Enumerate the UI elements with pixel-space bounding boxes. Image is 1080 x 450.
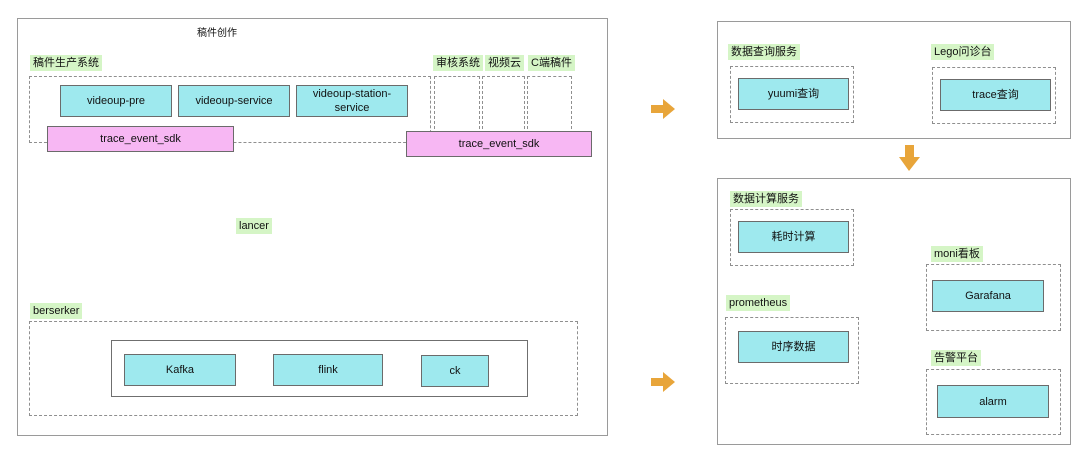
lego-label: Lego问诊台: [931, 44, 995, 60]
prometheus-label: prometheus: [726, 295, 791, 311]
compute-group: [730, 209, 854, 266]
service-videoup-station-service: videoup-station-service: [296, 85, 408, 117]
pipeline-flink: flink: [273, 354, 383, 386]
label-c-side: C端稿件: [528, 55, 575, 71]
pipeline-kafka: Kafka: [124, 354, 236, 386]
label-review-system: 审核系统: [433, 55, 483, 71]
video-cloud-box: [482, 76, 525, 134]
flow-arrow-bottom-right: [651, 372, 675, 392]
flow-arrow-down: [899, 145, 920, 171]
flow-arrow-top-right: [651, 99, 675, 119]
label-video-cloud: 视频云: [485, 55, 524, 71]
lego-group: [932, 67, 1056, 124]
service-videoup-pre: videoup-pre: [60, 85, 172, 117]
production-group-label: 稿件生产系统: [30, 55, 102, 71]
sdk-left: trace_event_sdk: [47, 126, 234, 152]
query-service-group: [730, 66, 854, 123]
berserker-label: berserker: [30, 303, 83, 319]
lancer-label: lancer: [236, 218, 272, 234]
query-service-label: 数据查询服务: [728, 44, 800, 60]
alarm-box: alarm: [937, 385, 1049, 418]
pipeline-ck: ck: [421, 355, 489, 387]
moni-group: [926, 264, 1061, 331]
alarm-label: 告警平台: [931, 350, 981, 366]
yuumi-query-box: yuumi查询: [738, 78, 849, 110]
prometheus-group: [725, 317, 859, 384]
moni-label: moni看板: [931, 246, 983, 262]
trace-query-box: trace查询: [940, 79, 1051, 111]
top-input-label: 稿件创作: [197, 28, 237, 39]
pipeline-container: [111, 340, 528, 397]
alarm-group: [926, 369, 1061, 435]
tsdb-box: 时序数据: [738, 331, 849, 363]
c-side-box: [527, 76, 572, 134]
grafana-box: Garafana: [932, 280, 1044, 312]
review-system-box: [434, 76, 480, 134]
compute-service-label: 数据计算服务: [730, 191, 802, 207]
time-calc-box: 耗时计算: [738, 221, 849, 253]
berserker-group: [29, 321, 578, 416]
service-videoup-service: videoup-service: [178, 85, 290, 117]
sdk-right: trace_event_sdk: [406, 131, 592, 157]
